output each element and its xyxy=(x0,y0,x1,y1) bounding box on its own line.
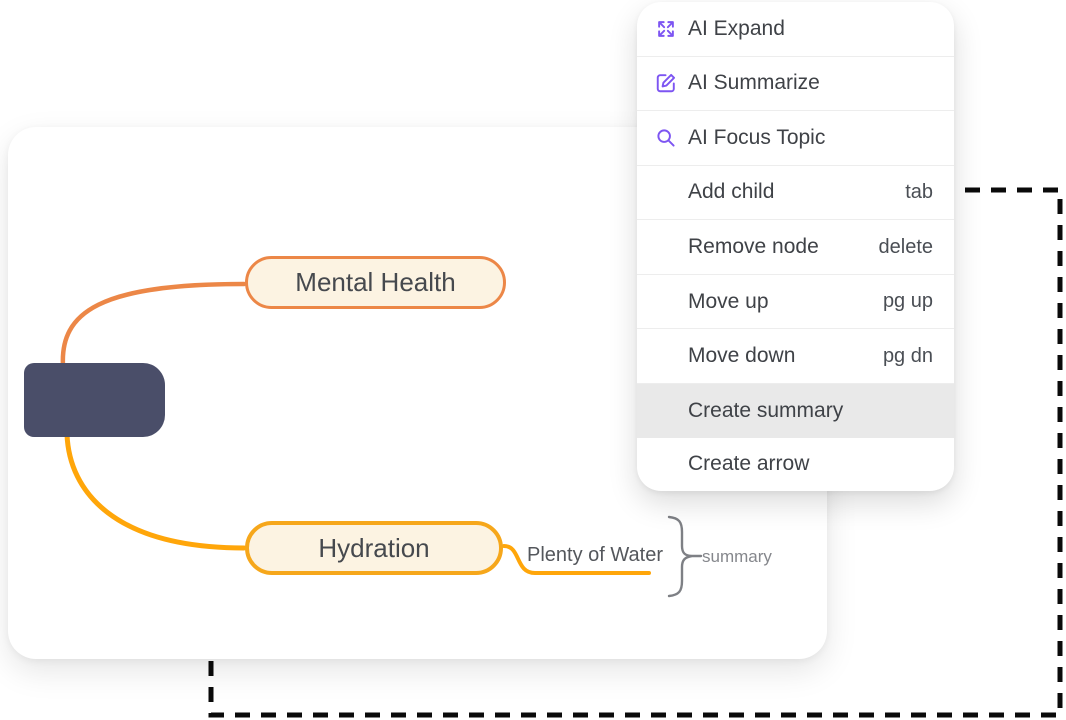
menu-item-create-summary[interactable]: Create summary xyxy=(637,383,954,438)
summary-tag-label: summary xyxy=(702,547,772,566)
subtopic-label: Plenty of Water xyxy=(527,543,663,566)
menu-item-ai-focus-topic[interactable]: AI Focus Topic xyxy=(637,111,954,166)
menu-item-remove-node[interactable]: Remove node delete xyxy=(637,220,954,275)
menu-item-label: Create summary xyxy=(688,398,844,422)
menu-item-label: Remove node xyxy=(688,235,819,259)
topic-label: Hydration xyxy=(318,532,430,563)
menu-item-label: Create arrow xyxy=(688,452,810,476)
menu-item-shortcut: pg dn xyxy=(882,344,933,367)
menu-item-label: AI Focus Topic xyxy=(688,125,826,149)
menu-item-ai-summarize[interactable]: AI Summarize xyxy=(637,57,954,112)
menu-item-label: AI Summarize xyxy=(688,71,820,95)
ai-expand-icon xyxy=(655,18,677,40)
menu-item-ai-expand[interactable]: AI Expand xyxy=(637,2,954,57)
summary-tag[interactable]: summary xyxy=(702,546,792,568)
menu-item-move-down[interactable]: Move down pg dn xyxy=(637,329,954,384)
menu-item-label: Add child xyxy=(688,180,775,204)
menu-item-shortcut: tab xyxy=(905,180,933,203)
subtopic-node-plenty-of-water[interactable]: Plenty of Water xyxy=(520,542,670,568)
menu-item-shortcut: delete xyxy=(878,235,934,258)
menu-item-move-up[interactable]: Move up pg up xyxy=(637,275,954,330)
root-node[interactable] xyxy=(24,363,165,437)
topic-node-mental-health[interactable]: Mental Health xyxy=(245,256,506,309)
menu-item-label: AI Expand xyxy=(688,16,785,40)
topic-label: Mental Health xyxy=(295,267,456,297)
menu-item-label: Move up xyxy=(688,289,769,313)
menu-item-create-arrow[interactable]: Create arrow xyxy=(637,438,954,492)
menu-item-shortcut: pg up xyxy=(882,290,933,313)
topic-node-hydration[interactable]: Hydration xyxy=(245,521,503,575)
ai-summarize-icon xyxy=(655,72,677,94)
menu-item-label: Move down xyxy=(688,344,796,368)
ai-focus-icon xyxy=(655,127,677,149)
menu-item-add-child[interactable]: Add child tab xyxy=(637,166,954,221)
context-menu: AI Expand AI Summarize AI Focus Topic xyxy=(637,2,954,491)
